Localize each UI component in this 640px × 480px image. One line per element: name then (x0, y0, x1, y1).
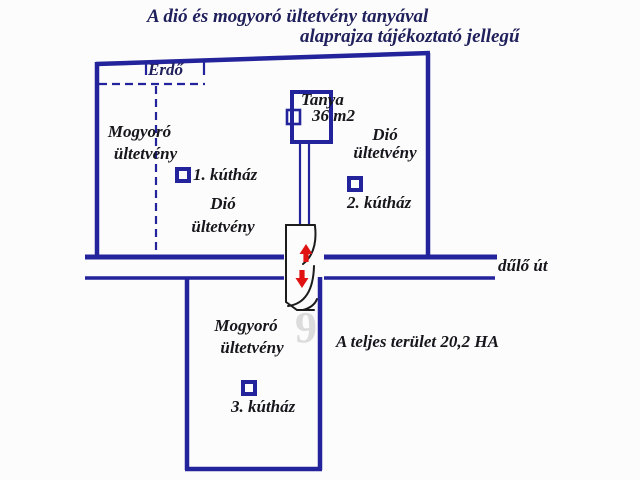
upper-center-plot-line2: ültetvény (191, 217, 255, 236)
wellhouse-2-label: 2. kútház (347, 193, 412, 212)
total-area-note: A teljes terület 20,2 HA (336, 332, 499, 351)
road-label: dűlő út (498, 256, 548, 275)
upper-left-plot-label: Mogyoró ültetvény (92, 121, 187, 165)
wellhouse-3-label: 3. kútház (231, 397, 296, 416)
upper-right-plot-label: Dió ültetvény (336, 126, 434, 162)
entrance-arrow-down-icon (295, 270, 309, 288)
watermark-glyph: 9 (295, 303, 317, 352)
upper-center-plot-line1: Dió (210, 194, 236, 213)
entrance-arrow-up-icon (299, 244, 313, 262)
gate-lower-leaf-outline (285, 301, 315, 311)
page-title-line2: alaprajza tájékoztató jellegű (300, 26, 520, 47)
lower-plot-line2: ültetvény (220, 338, 284, 357)
upper-center-plot-label: Dió ültetvény (174, 192, 272, 238)
farm-building-door-rect (285, 108, 302, 126)
upper-plot-top-border (95, 50, 431, 67)
wellhouse-3-icon (241, 380, 257, 396)
page-title-line1: A dió és mogyoró ültetvény tanyával (147, 6, 429, 27)
gate-lower-tip-arc (302, 298, 318, 311)
lower-plot-label: Mogyoró ültetvény (198, 315, 294, 359)
wellhouse-1-label: 1. kútház (193, 165, 258, 184)
wellhouse-1-icon (175, 167, 191, 183)
wellhouse-2-icon (347, 176, 363, 192)
upper-right-plot-line1: Dió (372, 125, 398, 144)
upper-right-plot-line2: ültetvény (353, 143, 417, 162)
farm-building-name: Tanya (301, 90, 344, 109)
farm-building-rect (290, 90, 333, 144)
upper-left-plot-line2: ültetvény (113, 144, 178, 163)
gate-lower-swing-arc (287, 265, 315, 307)
gate-upper-leaf-outline (285, 224, 316, 303)
upper-left-plot-line1: Mogyoró (107, 122, 172, 141)
farm-building-area: 36 m2 (312, 106, 355, 125)
forest-label: Erdő (148, 60, 183, 79)
lower-plot-line1: Mogyoró (214, 316, 278, 335)
